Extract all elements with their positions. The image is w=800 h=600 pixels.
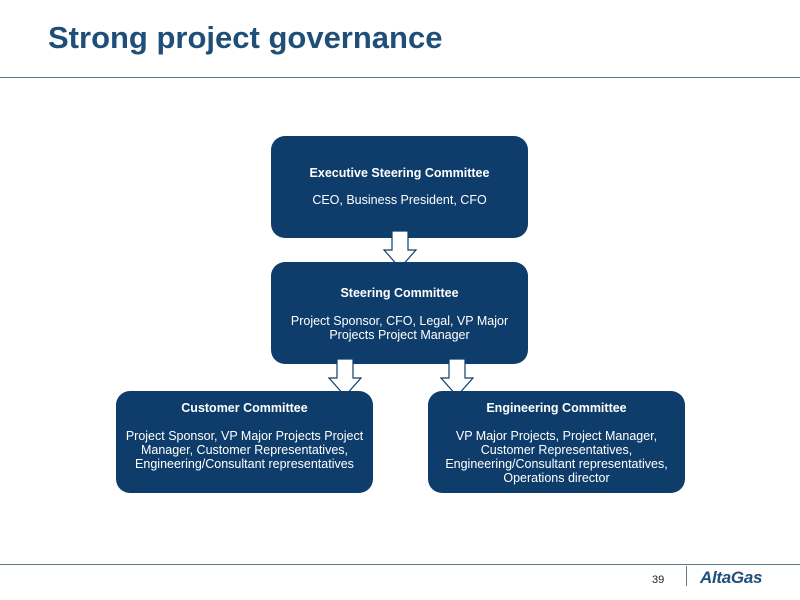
down-arrow-icon [328,358,362,397]
down-arrow-icon [440,358,474,397]
footer-separator [686,566,687,586]
steering-committee-box: Steering Committee Project Sponsor, CFO,… [271,262,528,364]
customer-committee-heading: Customer Committee [181,401,308,415]
page-title: Strong project governance [48,20,443,55]
steering-committee-members: Project Sponsor, CFO, Legal, VP Major Pr… [290,314,509,342]
engineering-committee-heading: Engineering Committee [486,401,627,415]
steering-committee-heading: Steering Committee [340,286,459,300]
customer-committee-members: Project Sponsor, VP Major Projects Proje… [125,429,364,471]
footer-divider [0,564,800,565]
altagas-logo: AltaGas [700,568,763,587]
executive-steering-committee-box: Executive Steering Committee CEO, Busine… [271,136,528,238]
engineering-committee-members: VP Major Projects, Project Manager, Cust… [445,429,668,485]
page-number: 39 [652,574,665,586]
customer-committee-box: Customer Committee Project Sponsor, VP M… [116,391,373,493]
executive-committee-members: CEO, Business President, CFO [312,193,487,207]
down-arrow-icon [383,230,417,269]
executive-committee-heading: Executive Steering Committee [309,166,490,180]
engineering-committee-box: Engineering Committee VP Major Projects,… [428,391,685,493]
title-divider [0,77,800,78]
